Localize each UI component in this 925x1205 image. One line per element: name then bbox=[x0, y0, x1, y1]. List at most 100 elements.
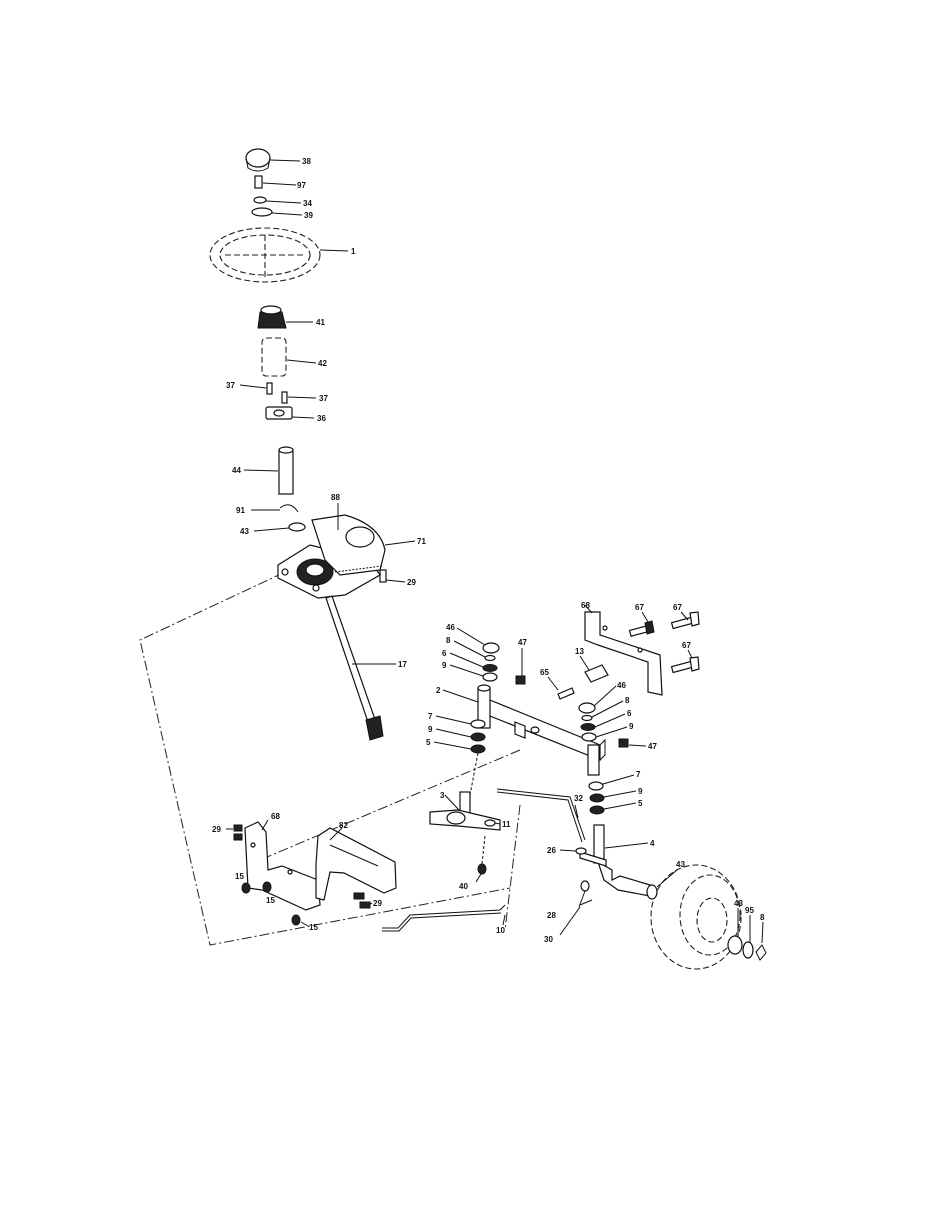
bolt-29-lower-a bbox=[233, 824, 243, 832]
bearing-9-right-low bbox=[589, 793, 605, 803]
leader-43-top bbox=[253, 527, 290, 532]
label-6-left: 6 bbox=[442, 649, 447, 658]
label-11: 11 bbox=[502, 820, 511, 829]
leader-10 bbox=[502, 914, 506, 926]
label-28: 28 bbox=[547, 911, 556, 920]
label-41: 41 bbox=[316, 318, 325, 327]
washer-6-left bbox=[482, 664, 498, 672]
leader-7-right bbox=[602, 774, 635, 785]
front-wheel bbox=[650, 864, 742, 970]
leader-30 bbox=[559, 906, 581, 936]
label-88: 88 bbox=[331, 493, 340, 502]
bolt-29-lower-d bbox=[359, 901, 371, 909]
leader-37-right bbox=[287, 396, 317, 399]
nut-15-a bbox=[241, 882, 251, 894]
leader-9-left-low bbox=[435, 728, 472, 738]
leader-38 bbox=[269, 159, 301, 162]
label-82: 82 bbox=[339, 821, 348, 830]
label-5-left: 5 bbox=[426, 738, 431, 747]
label-29-lower: 29 bbox=[212, 825, 221, 834]
leader-46-right bbox=[593, 685, 617, 707]
leader-71 bbox=[384, 540, 416, 546]
nut-15-c bbox=[291, 914, 301, 926]
ring-8-left bbox=[484, 654, 496, 662]
bearing-9-left bbox=[482, 672, 498, 682]
sector-gear-71 bbox=[311, 514, 386, 576]
grease-fitting-47-right bbox=[618, 738, 629, 748]
cap-46-right bbox=[578, 702, 596, 714]
label-9-left: 9 bbox=[442, 661, 447, 670]
bolt-67-b bbox=[670, 611, 700, 630]
label-8-wheel: 8 bbox=[760, 913, 765, 922]
steering-wheel-1 bbox=[209, 227, 321, 283]
label-29-gear: 29 bbox=[407, 578, 416, 587]
label-10: 10 bbox=[496, 926, 505, 935]
label-47-right: 47 bbox=[648, 742, 657, 751]
bearing-9-right bbox=[581, 732, 597, 742]
spindle-3 bbox=[429, 791, 501, 831]
label-46-left: 46 bbox=[446, 623, 455, 632]
leader-32 bbox=[574, 804, 579, 819]
bolt-29-lower-b bbox=[233, 833, 243, 841]
tie-rod-32 bbox=[496, 788, 586, 843]
label-97: 97 bbox=[297, 181, 306, 190]
washer-7-right bbox=[588, 781, 604, 791]
leader-47-right bbox=[628, 744, 647, 747]
label-67-a: 67 bbox=[635, 603, 644, 612]
assembly-boundary-link bbox=[259, 749, 521, 861]
assembly-boundary-left bbox=[139, 564, 511, 946]
label-5-right: 5 bbox=[638, 799, 643, 808]
label-3: 3 bbox=[440, 791, 445, 800]
leader-9-right-low bbox=[603, 790, 637, 798]
assembly-boundary-rod bbox=[504, 804, 521, 931]
leader-2 bbox=[442, 689, 479, 703]
leader-34 bbox=[265, 200, 302, 204]
leader-8-right bbox=[591, 700, 624, 718]
bracket-82 bbox=[315, 827, 397, 901]
label-67-b: 67 bbox=[673, 603, 682, 612]
label-40: 40 bbox=[459, 882, 468, 891]
washer-5-right bbox=[589, 805, 605, 815]
leader-42 bbox=[286, 359, 317, 364]
washer-95 bbox=[742, 941, 754, 959]
leader-29-right-low bbox=[369, 902, 373, 905]
leader-39 bbox=[271, 212, 303, 216]
label-71: 71 bbox=[417, 537, 426, 546]
leader-68-lower bbox=[261, 819, 269, 831]
screw-37-left bbox=[266, 382, 273, 395]
washer-34 bbox=[253, 196, 267, 204]
bolt-67-c bbox=[670, 656, 700, 674]
label-95: 95 bbox=[745, 906, 754, 915]
bolt-97 bbox=[254, 175, 263, 189]
label-17: 17 bbox=[398, 660, 407, 669]
leader-97 bbox=[262, 182, 297, 186]
label-39: 39 bbox=[304, 211, 313, 220]
label-15-a: 15 bbox=[235, 872, 244, 881]
clip-91 bbox=[279, 504, 299, 513]
cotter-30 bbox=[579, 899, 593, 906]
fitting-11 bbox=[484, 819, 496, 827]
label-13: 13 bbox=[575, 647, 584, 656]
label-42: 42 bbox=[318, 359, 327, 368]
leader-46-left bbox=[456, 627, 486, 646]
bolt-67-a bbox=[628, 620, 655, 637]
label-7-right: 7 bbox=[636, 770, 641, 779]
axis-40 bbox=[481, 835, 486, 865]
nut-26 bbox=[575, 847, 587, 855]
nut-15-b bbox=[262, 881, 272, 893]
washer-43-wheel-in bbox=[646, 884, 658, 900]
leader-9-left bbox=[449, 664, 484, 677]
bearing-36 bbox=[265, 406, 293, 420]
label-68-top: 68 bbox=[581, 601, 590, 610]
bushing-13 bbox=[584, 664, 609, 683]
label-9-right: 9 bbox=[629, 722, 634, 731]
spindle-right-post bbox=[587, 744, 600, 776]
label-9-left-low: 9 bbox=[428, 725, 433, 734]
leader-44 bbox=[243, 469, 279, 472]
label-4: 4 bbox=[650, 839, 655, 848]
washer-5-left bbox=[470, 744, 486, 754]
leader-6-right bbox=[594, 713, 626, 728]
label-2: 2 bbox=[436, 686, 441, 695]
